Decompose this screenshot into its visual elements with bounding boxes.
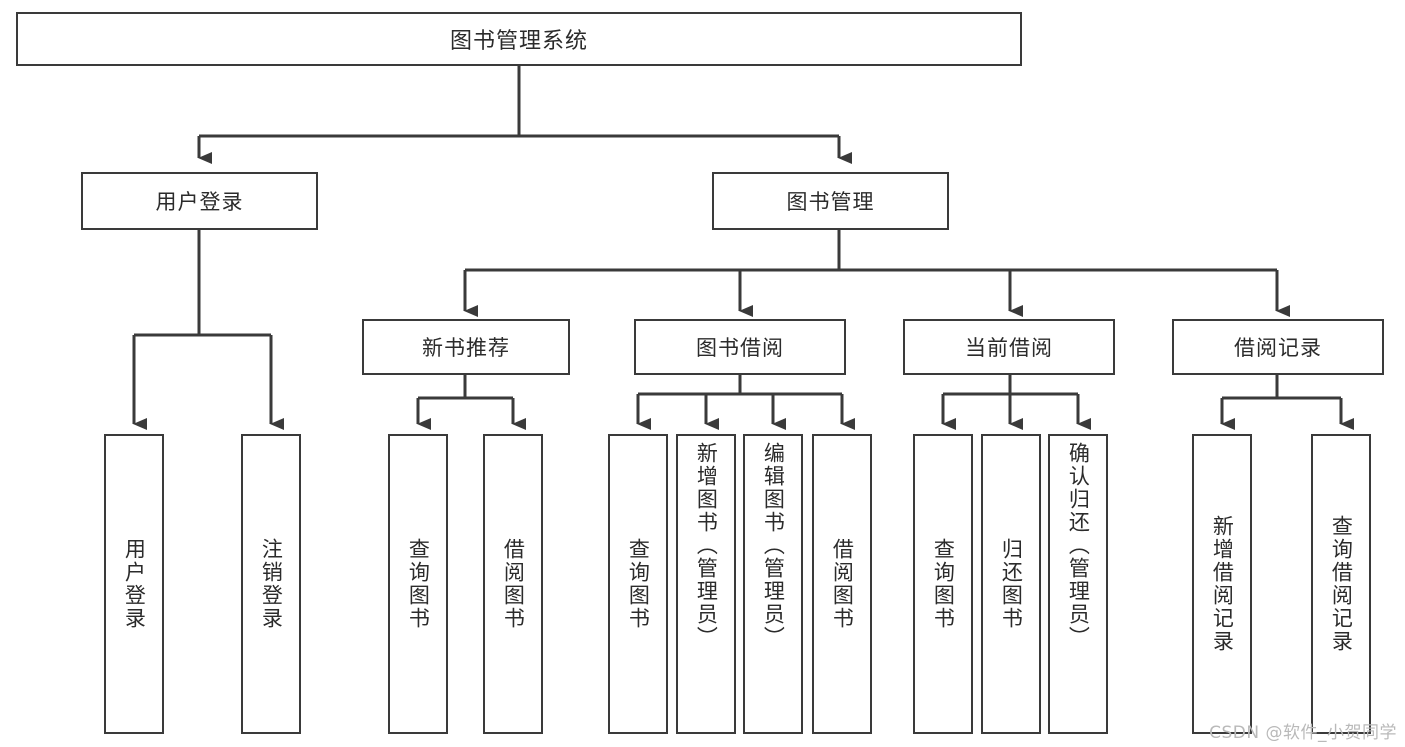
leaf-content: 编辑图书（管理员） <box>745 436 801 738</box>
leaf-book-borrow-add[interactable]: 新增图书（管理员） <box>676 434 736 734</box>
leaf-label: 确认归还（管理员） <box>1066 442 1091 649</box>
leaf-content: 借阅图书 <box>485 436 541 732</box>
node-root-system[interactable]: 图书管理系统 <box>16 12 1022 66</box>
leaf-content: 确认归还（管理员） <box>1050 436 1106 738</box>
node-current-borrow[interactable]: 当前借阅 <box>903 319 1115 375</box>
leaf-label: 编辑图书（管理员） <box>761 442 786 649</box>
leaf-content: 归还图书 <box>983 436 1039 732</box>
leaf-content: 注销登录 <box>243 436 299 732</box>
leaf-content: 查询图书 <box>915 436 971 732</box>
leaf-new-book-query[interactable]: 查询图书 <box>388 434 448 734</box>
leaf-current-borrow-query[interactable]: 查询图书 <box>913 434 973 734</box>
leaf-borrow-record-query[interactable]: 查询借阅记录 <box>1311 434 1371 734</box>
leaf-label: 用户登录 <box>122 538 147 630</box>
leaf-current-borrow-return[interactable]: 归还图书 <box>981 434 1041 734</box>
node-label: 借阅记录 <box>1234 336 1322 360</box>
leaf-label: 查询图书 <box>406 538 431 630</box>
node-label: 用户登录 <box>155 190 244 214</box>
leaf-label: 新增图书（管理员） <box>694 442 719 649</box>
leaf-book-borrow-borrow[interactable]: 借阅图书 <box>812 434 872 734</box>
leaf-content: 新增图书（管理员） <box>678 436 734 738</box>
node-label: 图书管理 <box>786 190 875 214</box>
leaf-book-borrow-query[interactable]: 查询图书 <box>608 434 668 734</box>
leaf-user-login-login[interactable]: 用户登录 <box>104 434 164 734</box>
leaf-label: 查询图书 <box>626 538 651 630</box>
leaf-label: 归还图书 <box>999 538 1024 630</box>
node-label: 当前借阅 <box>965 336 1053 360</box>
node-label: 图书管理系统 <box>449 29 588 54</box>
leaf-content: 用户登录 <box>106 436 162 732</box>
node-label: 图书借阅 <box>696 336 784 360</box>
leaf-label: 借阅图书 <box>501 538 526 630</box>
node-label: 新书推荐 <box>422 336 510 360</box>
leaf-content: 查询借阅记录 <box>1313 436 1369 732</box>
watermark: CSDN @软件_小贺同学 <box>1209 723 1397 743</box>
leaf-current-borrow-confirm[interactable]: 确认归还（管理员） <box>1048 434 1108 734</box>
leaf-content: 新增借阅记录 <box>1194 436 1250 732</box>
leaf-content: 借阅图书 <box>814 436 870 732</box>
leaf-label: 借阅图书 <box>830 538 855 630</box>
node-book-borrow[interactable]: 图书借阅 <box>634 319 846 375</box>
leaf-label: 查询图书 <box>931 538 956 630</box>
node-borrow-record[interactable]: 借阅记录 <box>1172 319 1384 375</box>
leaf-label: 查询借阅记录 <box>1329 515 1354 653</box>
node-new-book-recommend[interactable]: 新书推荐 <box>362 319 570 375</box>
leaf-label: 新增借阅记录 <box>1210 515 1235 653</box>
node-book-management[interactable]: 图书管理 <box>712 172 949 230</box>
leaf-content: 查询图书 <box>610 436 666 732</box>
leaf-label: 注销登录 <box>259 538 284 630</box>
leaf-user-login-logout[interactable]: 注销登录 <box>241 434 301 734</box>
leaf-content: 查询图书 <box>390 436 446 732</box>
leaf-new-book-borrow[interactable]: 借阅图书 <box>483 434 543 734</box>
leaf-borrow-record-add[interactable]: 新增借阅记录 <box>1192 434 1252 734</box>
leaf-book-borrow-edit[interactable]: 编辑图书（管理员） <box>743 434 803 734</box>
node-user-login[interactable]: 用户登录 <box>81 172 318 230</box>
